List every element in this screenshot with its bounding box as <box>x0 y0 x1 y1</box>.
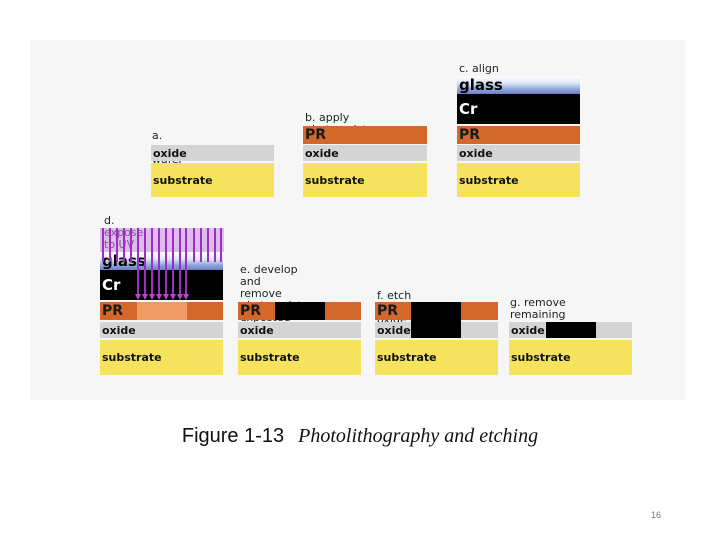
photoresist-layer: PR <box>303 126 427 144</box>
figure-caption: Figure 1-13 Photolithography and etching <box>0 423 720 448</box>
figure-number: Figure 1-13 <box>181 425 285 447</box>
etched-opening <box>411 302 461 338</box>
chrome-mask-layer: Cr <box>457 94 580 124</box>
uv-light-rays <box>100 228 224 300</box>
oxide-layer: oxide <box>151 145 274 161</box>
exposed-photoresist <box>137 302 187 320</box>
oxide-layer: oxide <box>457 145 580 161</box>
glass-layer: glass <box>457 76 580 94</box>
photoresist-layer: PR <box>457 126 580 144</box>
oxide-layer: oxide <box>238 322 361 338</box>
substrate-layer: substrate <box>375 340 498 375</box>
substrate-layer: substrate <box>509 340 632 375</box>
substrate-layer: substrate <box>100 340 223 375</box>
substrate-layer: substrate <box>238 340 361 375</box>
etched-opening <box>546 322 596 338</box>
substrate-layer: substrate <box>457 163 580 197</box>
substrate-layer: substrate <box>151 163 274 197</box>
developed-opening <box>275 302 325 320</box>
page-number: 16 <box>651 510 662 520</box>
oxide-layer: oxide <box>100 322 223 338</box>
figure-title: Photolithography and etching <box>298 425 539 447</box>
substrate-layer: substrate <box>303 163 427 197</box>
oxide-layer: oxide <box>303 145 427 161</box>
